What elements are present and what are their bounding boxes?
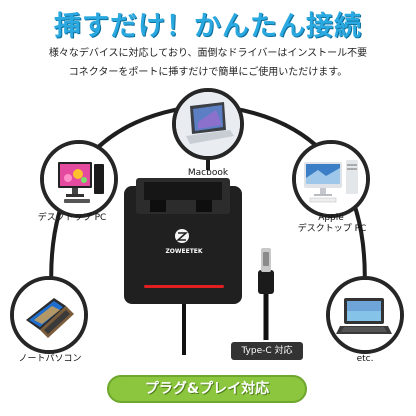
tablet-label: etc. (356, 354, 374, 364)
description-line-1: 様々なデバイスに対応しており、面倒なドライバーはインストール不要 (48, 48, 368, 59)
desktop-pc-icon (44, 144, 114, 214)
tablet-icon (330, 280, 400, 350)
imac-icon (296, 144, 366, 214)
macbook-circle (172, 88, 244, 160)
laptop-icon (14, 280, 84, 350)
imac-circle (292, 140, 370, 218)
headline: 挿すだけ！かんたん接続 (54, 11, 362, 42)
plug-and-play-badge: プラグ&プレイ対応 (107, 375, 307, 403)
macbook-icon (176, 92, 240, 156)
brand-name: ZOWEETEK (165, 248, 203, 255)
desktop-circle (40, 140, 118, 218)
macbook-label: Macbook (187, 168, 229, 178)
imac-label-line-1: Apple (318, 213, 344, 223)
type-c-badge: Type-C 対応 (231, 342, 303, 360)
description-line-2: コネクターをポートに挿すだけで簡単にご使用いただけます。 (68, 67, 348, 78)
notebook-circle (10, 276, 88, 354)
imac-label-line-2: デスクトップ PC (297, 224, 367, 234)
desktop-label: デスクトップ PC (37, 213, 107, 223)
tablet-circle (326, 276, 404, 354)
notebook-label: ノートパソコン (18, 354, 82, 364)
